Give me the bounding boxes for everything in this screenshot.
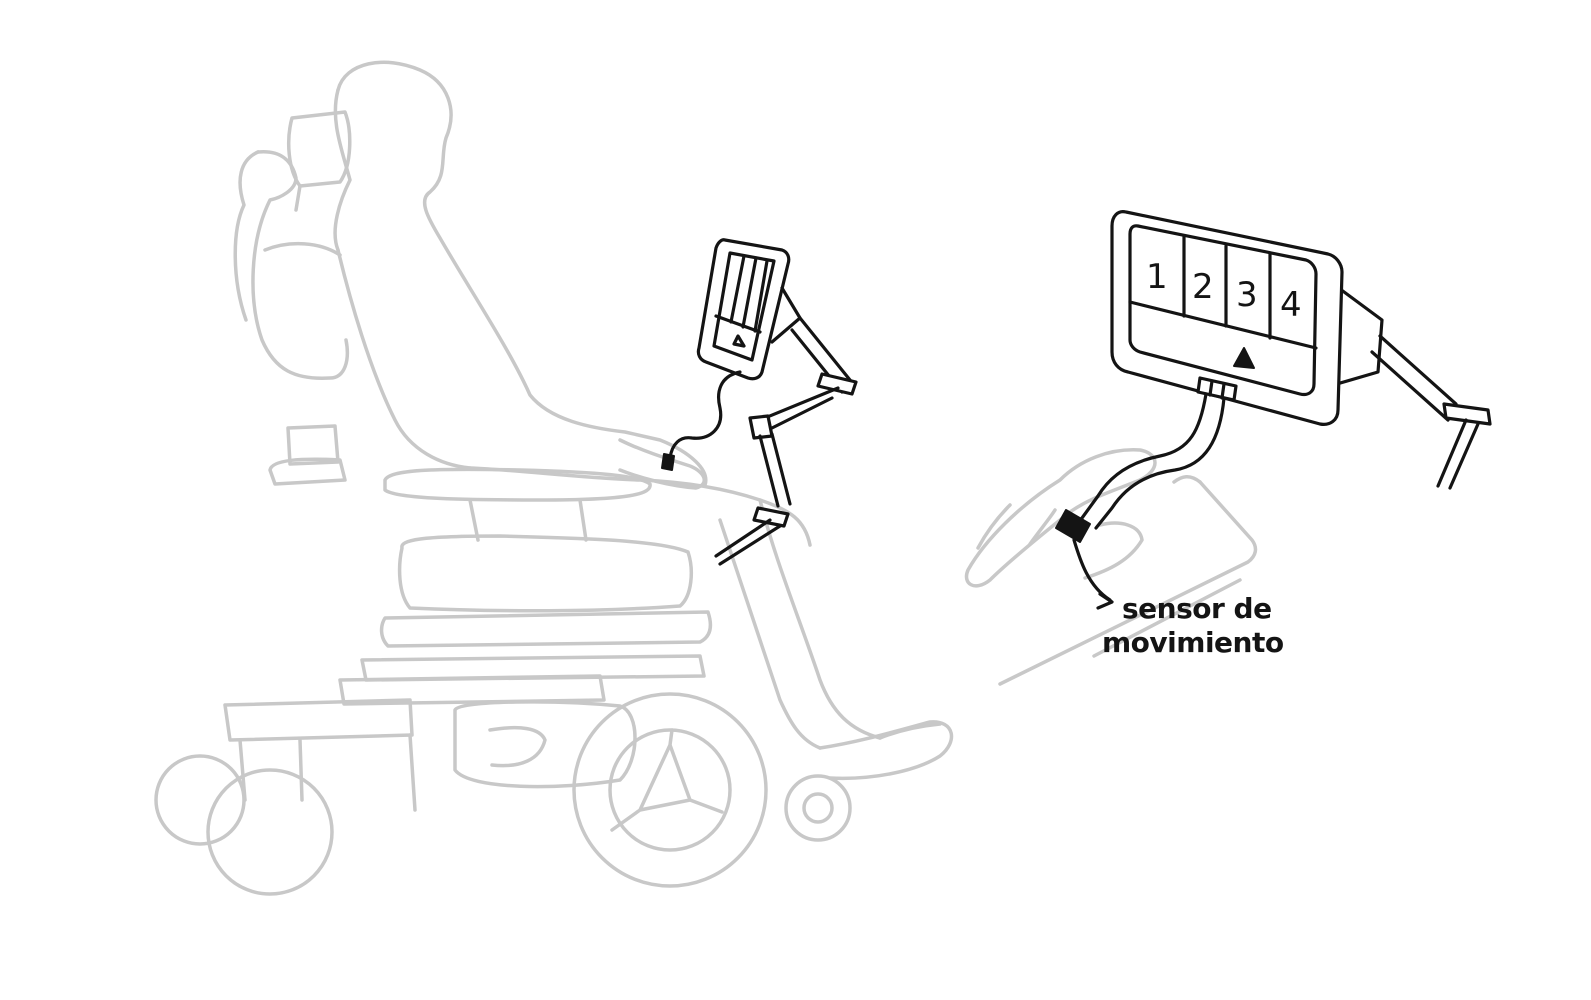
small-panel-cable [670, 372, 740, 458]
button-4-label: 4 [1280, 285, 1302, 325]
annotation-line-2: movimiento [1102, 626, 1284, 659]
drive-wheel-outer [574, 694, 766, 886]
button-3-label: 3 [1236, 275, 1258, 315]
foot [820, 722, 951, 778]
wheelchair-user-figure [156, 62, 951, 894]
seat-cushion [400, 536, 692, 611]
armrest [385, 469, 650, 500]
small-sensor [662, 454, 674, 470]
person-outline [338, 62, 706, 485]
frame [225, 700, 412, 740]
front-caster [786, 776, 850, 840]
rear-caster [156, 756, 244, 844]
button-1-label: 1 [1146, 257, 1168, 297]
annotation-line-1: sensor de [1122, 592, 1272, 625]
seat-base [382, 612, 711, 646]
button-2-label: 2 [1192, 267, 1214, 307]
rear-wheel [208, 770, 332, 894]
sensor-cable [1082, 394, 1224, 528]
small-switch-panel [662, 240, 856, 564]
